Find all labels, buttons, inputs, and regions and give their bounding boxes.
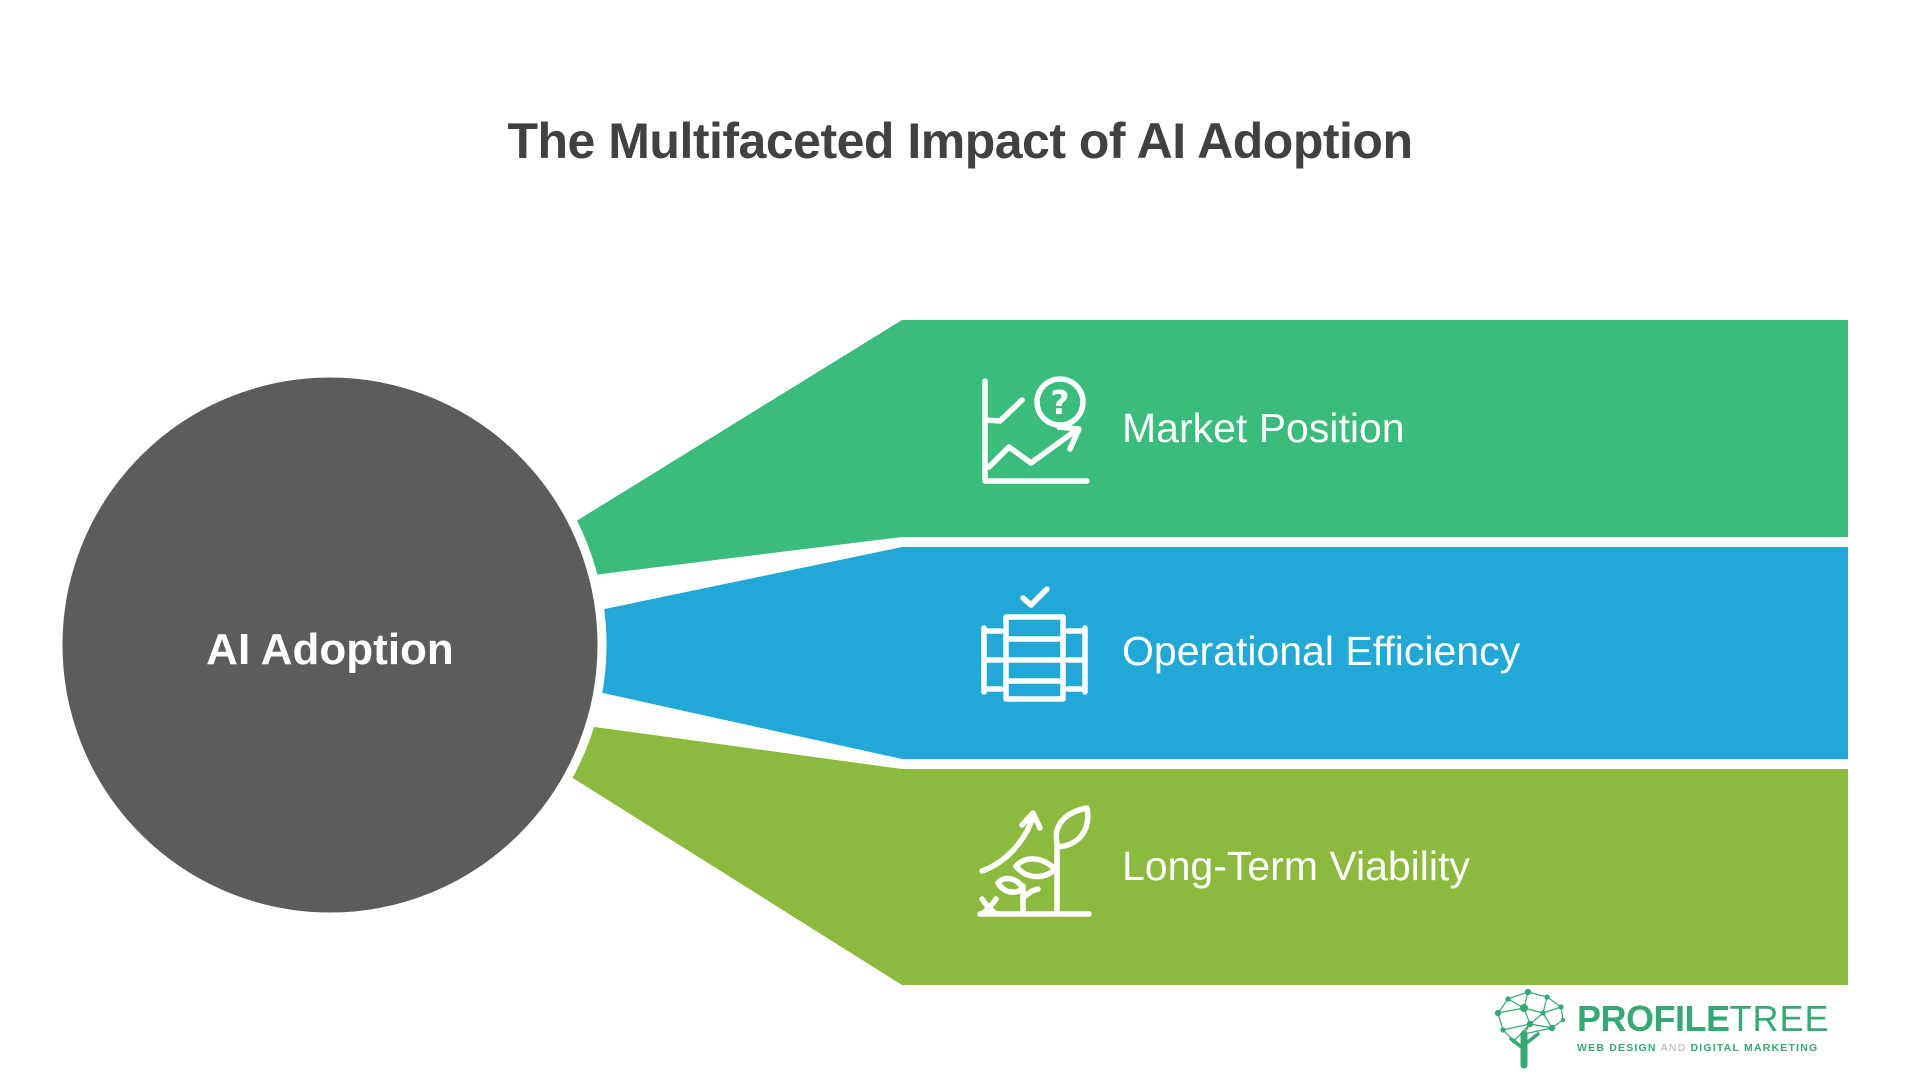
hub-label: AI Adoption bbox=[206, 625, 454, 674]
operational-efficiency-banner bbox=[408, 547, 1848, 759]
tree-canopy-nodes bbox=[1494, 988, 1566, 1044]
page-title: The Multifaceted Impact of AI Adoption bbox=[507, 113, 1413, 169]
chart-trend-line bbox=[986, 428, 1078, 470]
long-term-viability-banner bbox=[463, 709, 1848, 985]
market-chart-question-icon: ? bbox=[982, 376, 1090, 484]
sprout-branch bbox=[1020, 886, 1041, 901]
logo-tree-icon bbox=[1494, 988, 1566, 1069]
branch-label-market-position: Market Position bbox=[1122, 405, 1405, 451]
tree-canopy-edges bbox=[1497, 991, 1564, 1042]
logo-brand-light: TREE bbox=[1729, 998, 1830, 1039]
branch-label-operational-efficiency: Operational Efficiency bbox=[1122, 628, 1521, 674]
growth-arrow-curve bbox=[979, 817, 1035, 874]
chart-axes bbox=[982, 378, 1090, 484]
logo-tagline-digital: DIGITAL MARKETING bbox=[1690, 1042, 1819, 1054]
logo-tagline-and: AND bbox=[1660, 1042, 1687, 1054]
right-bracket bbox=[1065, 625, 1088, 695]
logo-brand-bold: PROFILE bbox=[1577, 998, 1730, 1039]
branch-label-long-term-viability: Long-Term Viability bbox=[1122, 843, 1470, 889]
check-mark bbox=[1020, 586, 1050, 608]
question-glyph: ? bbox=[1050, 383, 1069, 422]
trend-arrowhead bbox=[1056, 424, 1082, 452]
table-rows bbox=[1003, 636, 1066, 684]
top-leaf bbox=[1053, 805, 1091, 850]
market-position-banner bbox=[463, 320, 1848, 591]
logo-tagline-web: WEB DESIGN bbox=[1577, 1042, 1657, 1054]
hub-circle bbox=[53, 368, 607, 922]
checked-process-table-icon bbox=[981, 586, 1088, 702]
grass-blades bbox=[979, 896, 999, 917]
logo-brand: PROFILETREE bbox=[1577, 1000, 1830, 1038]
chart-top-line bbox=[982, 397, 1025, 424]
sprout-leaf bbox=[995, 875, 1026, 895]
branch-banners bbox=[408, 320, 1848, 985]
growth-arrowhead bbox=[1019, 810, 1043, 831]
mid-leaf bbox=[1013, 856, 1058, 880]
left-bracket bbox=[981, 625, 1004, 695]
growth-plant-arrow-icon bbox=[977, 805, 1092, 917]
question-circle bbox=[1034, 376, 1086, 428]
